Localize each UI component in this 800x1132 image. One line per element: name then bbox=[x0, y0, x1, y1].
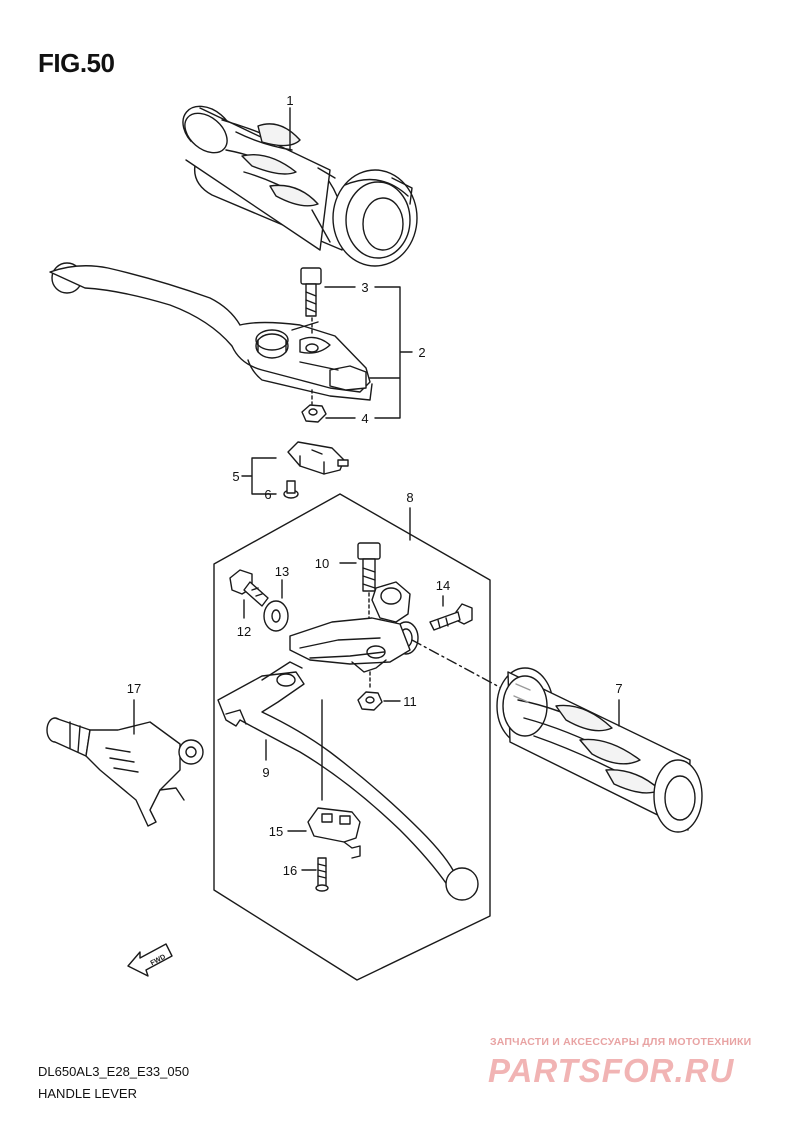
callout-13: 13 bbox=[275, 564, 289, 579]
callout-11: 11 bbox=[403, 694, 417, 709]
callout-7: 7 bbox=[615, 681, 622, 696]
callout-2: 2 bbox=[418, 345, 425, 360]
clutch-switch-15-part bbox=[307, 807, 361, 859]
callout-5: 5 bbox=[232, 469, 239, 484]
bolt-10-part bbox=[357, 542, 381, 592]
fwd-direction-arrow: FWD bbox=[127, 943, 173, 977]
callout-12: 12 bbox=[237, 624, 251, 639]
callout-1: 1 bbox=[286, 93, 293, 108]
figure-title: FIG.50 bbox=[38, 48, 115, 78]
clutch-holder-part bbox=[289, 581, 419, 673]
screw-6-part bbox=[283, 480, 299, 499]
callout-15: 15 bbox=[269, 824, 283, 839]
clutch-lever-9-part bbox=[217, 661, 479, 901]
bolt-14-part bbox=[429, 603, 473, 631]
assembly-8-frame bbox=[213, 493, 491, 981]
watermark-logo: PARTSFOR.RU bbox=[488, 1052, 735, 1089]
footer-model-code: DL650AL3_E28_E33_050 bbox=[38, 1064, 190, 1079]
brake-switch-5-part bbox=[287, 441, 349, 475]
grip-right-part bbox=[496, 667, 703, 833]
nut-4-part bbox=[301, 404, 327, 423]
callout-6: 6 bbox=[264, 487, 271, 502]
callout-4: 4 bbox=[361, 411, 368, 426]
callout-17: 17 bbox=[127, 681, 141, 696]
washer-13-part bbox=[263, 600, 289, 632]
callout-8: 8 bbox=[406, 490, 413, 505]
nut-11-part bbox=[357, 691, 383, 711]
callout-9: 9 bbox=[262, 765, 269, 780]
callout-16: 16 bbox=[283, 863, 297, 878]
watermark-tagline: ЗАПЧАСТИ И АКСЕССУАРЫ ДЛЯ МОТОТЕХНИКИ bbox=[490, 1036, 752, 1048]
grip-left-part bbox=[182, 105, 418, 267]
bolt-3-part bbox=[300, 267, 322, 317]
callout-10: 10 bbox=[315, 556, 329, 571]
brake-lever-part bbox=[49, 262, 373, 401]
footer-section-name: HANDLE LEVER bbox=[38, 1086, 137, 1101]
callout-3: 3 bbox=[361, 280, 368, 295]
screw-16-part bbox=[315, 857, 329, 892]
cable-assembly-17-part bbox=[46, 717, 204, 827]
callout-14: 14 bbox=[436, 578, 450, 593]
bolt-12-part bbox=[229, 569, 269, 607]
